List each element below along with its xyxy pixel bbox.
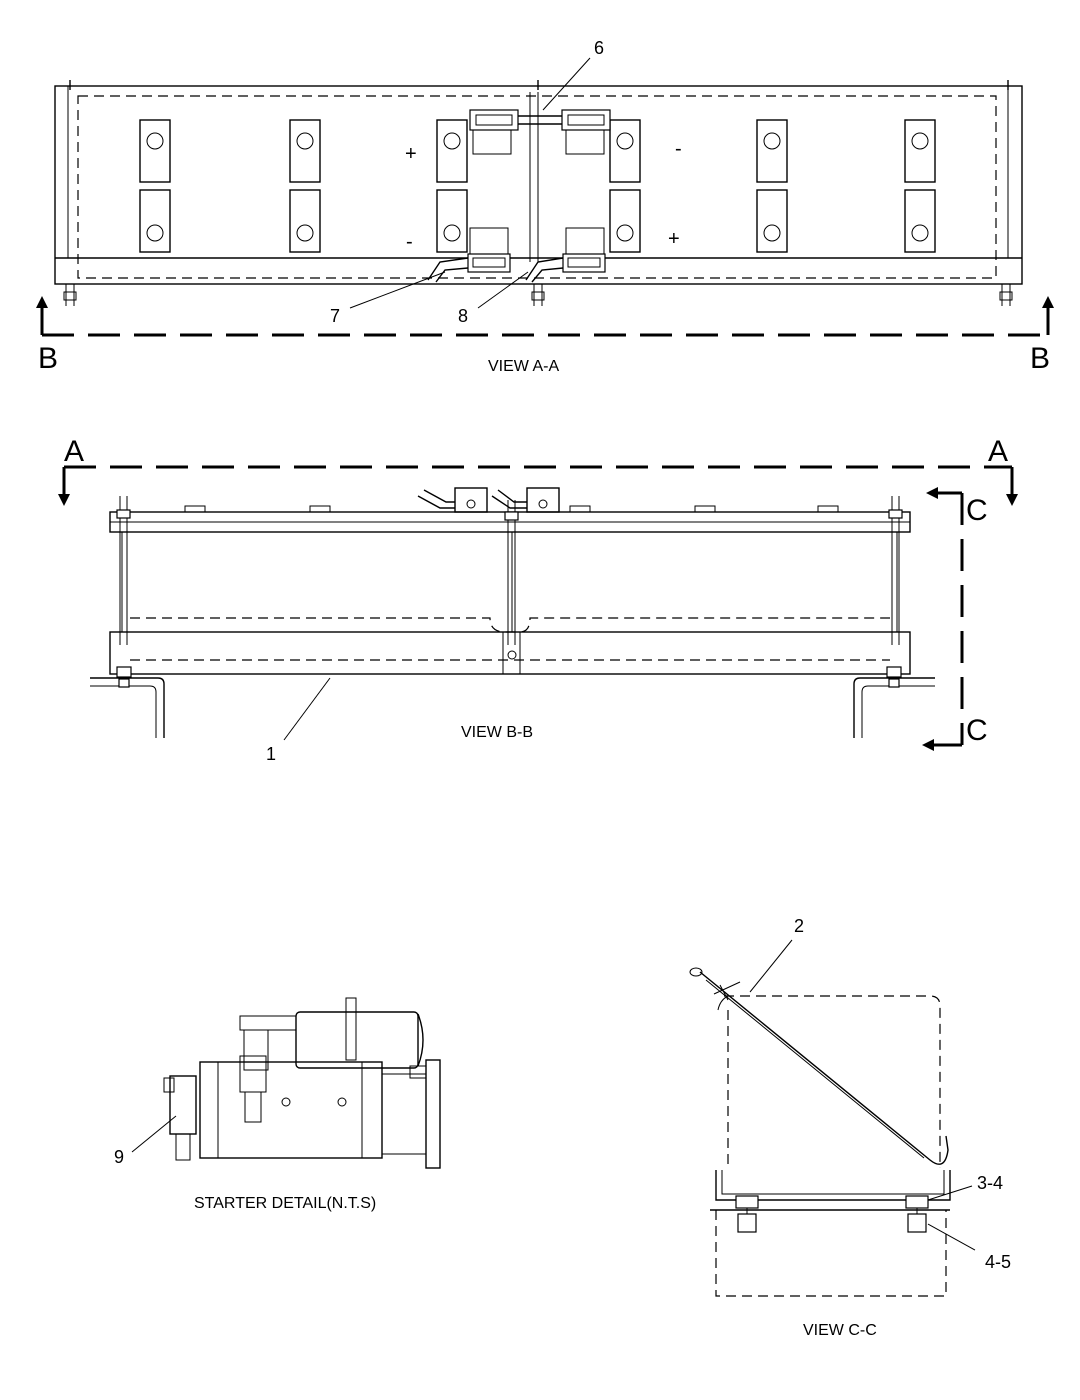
view-a-title: VIEW A-A: [488, 358, 559, 375]
polarity-sign-2: -: [675, 138, 682, 160]
callout-8: 8: [458, 306, 468, 326]
section-label-b-right: B: [1030, 342, 1050, 375]
starter-title: STARTER DETAIL(N.T.S): [194, 1195, 376, 1212]
leader-2: [749, 939, 793, 993]
polarity-sign-1: +: [405, 143, 417, 165]
view-c-title: VIEW C-C: [803, 1322, 877, 1339]
starter-solenoid: [295, 1011, 419, 1069]
section-label-a-right: A: [988, 435, 1008, 468]
callout-7: 7: [330, 306, 340, 326]
polarity-sign-4: +: [668, 228, 680, 250]
frame-rails: [90, 666, 935, 738]
leader-8: [477, 271, 529, 309]
battery-tray-end: [715, 1170, 951, 1201]
hold-down-rods: [116, 496, 903, 645]
leader-4-5: [927, 1223, 976, 1251]
hold-down-rod: [699, 971, 949, 1165]
callout-9: 9: [114, 1147, 124, 1167]
section-line-a: [58, 465, 1018, 506]
section-label-c-top: C: [966, 494, 988, 527]
terminal-clamps: [417, 487, 560, 513]
starter-detail: 9 STARTER DETAIL(N.T.S): [114, 997, 441, 1212]
callout-6: 6: [594, 38, 604, 58]
section-label-a-left: A: [64, 435, 84, 468]
section-label-b-left: B: [38, 342, 58, 375]
polarity-sign-3: -: [406, 231, 413, 253]
callout-3-4: 3-4: [977, 1173, 1003, 1193]
battery-tray: [109, 631, 911, 675]
view-a-a: + - - + 6 7 8 B B VIEW A-A: [36, 38, 1054, 375]
section-label-c-bottom: C: [966, 714, 988, 747]
leader-7: [349, 271, 446, 309]
leader-6: [542, 57, 591, 111]
leader-9: [131, 1115, 177, 1153]
callout-4-5: 4-5: [985, 1252, 1011, 1272]
starter-motor: [199, 1061, 383, 1159]
hold-down-studs: [63, 80, 1013, 306]
section-line-b: [36, 296, 1054, 337]
section-line-c: [922, 487, 964, 751]
leader-3-4: [927, 1185, 973, 1201]
view-c-c: 2 3-4 4-5 VIEW C-C: [689, 916, 1011, 1339]
battery-terminals: [427, 109, 611, 283]
view-b-title: VIEW B-B: [461, 724, 533, 741]
leader-1: [283, 677, 331, 741]
view-b-b: A A: [58, 435, 1018, 764]
callout-2: 2: [794, 916, 804, 936]
callout-1: 1: [266, 744, 276, 764]
battery-cells: [139, 119, 936, 253]
cell-caps: [184, 505, 839, 513]
